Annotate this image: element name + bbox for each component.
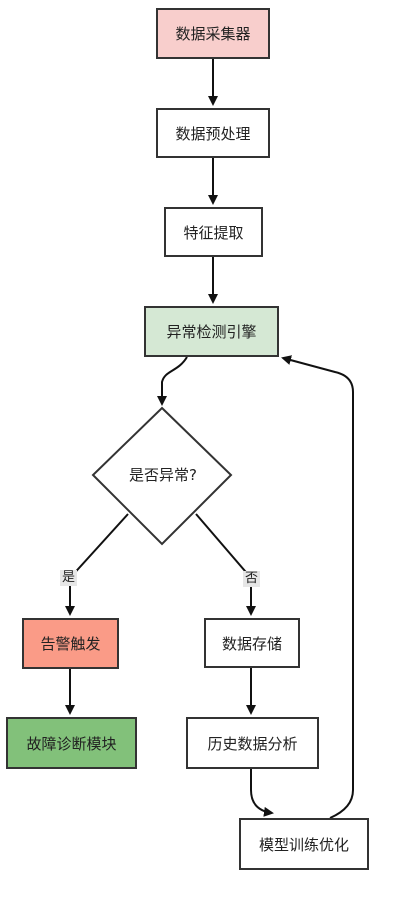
- edge-train-engine: [281, 355, 354, 819]
- node-fault-diagnosis-label: 故障诊断模块: [26, 734, 117, 753]
- edge-label-yes: 是: [60, 570, 78, 586]
- node-data-preprocess: 数据预处理: [156, 108, 270, 158]
- edge-decision-store: [195, 513, 256, 616]
- node-alert-trigger: 告警触发: [22, 618, 119, 669]
- node-data-collector-label: 数据采集器: [175, 25, 251, 43]
- node-model-training: 模型训练优化: [239, 818, 369, 870]
- node-fault-diagnosis: 故障诊断模块: [6, 717, 137, 769]
- node-alert-trigger-label: 告警触发: [40, 635, 101, 653]
- node-data-storage-label: 数据存储: [221, 634, 282, 653]
- decision-label: 是否异常?: [129, 466, 197, 484]
- node-anomaly-engine-label: 异常检测引擎: [166, 323, 257, 341]
- node-model-training-label: 模型训练优化: [258, 835, 349, 854]
- node-history-analysis-label: 历史数据分析: [207, 734, 298, 753]
- node-data-storage: 数据存储: [204, 618, 300, 668]
- node-history-analysis: 历史数据分析: [186, 717, 319, 769]
- edge-engine-decision: [157, 356, 188, 406]
- edge-label-no: 否: [243, 571, 261, 587]
- edge-history-train: [250, 769, 274, 817]
- node-feature-extraction-label: 特征提取: [183, 223, 244, 242]
- node-data-collector: 数据采集器: [156, 8, 270, 59]
- decision-diamond: [91, 406, 233, 546]
- edge-decision-alert: [65, 513, 129, 616]
- node-feature-extraction: 特征提取: [164, 207, 263, 257]
- node-data-preprocess-label: 数据预处理: [175, 124, 251, 143]
- node-anomaly-engine: 异常检测引擎: [144, 306, 279, 357]
